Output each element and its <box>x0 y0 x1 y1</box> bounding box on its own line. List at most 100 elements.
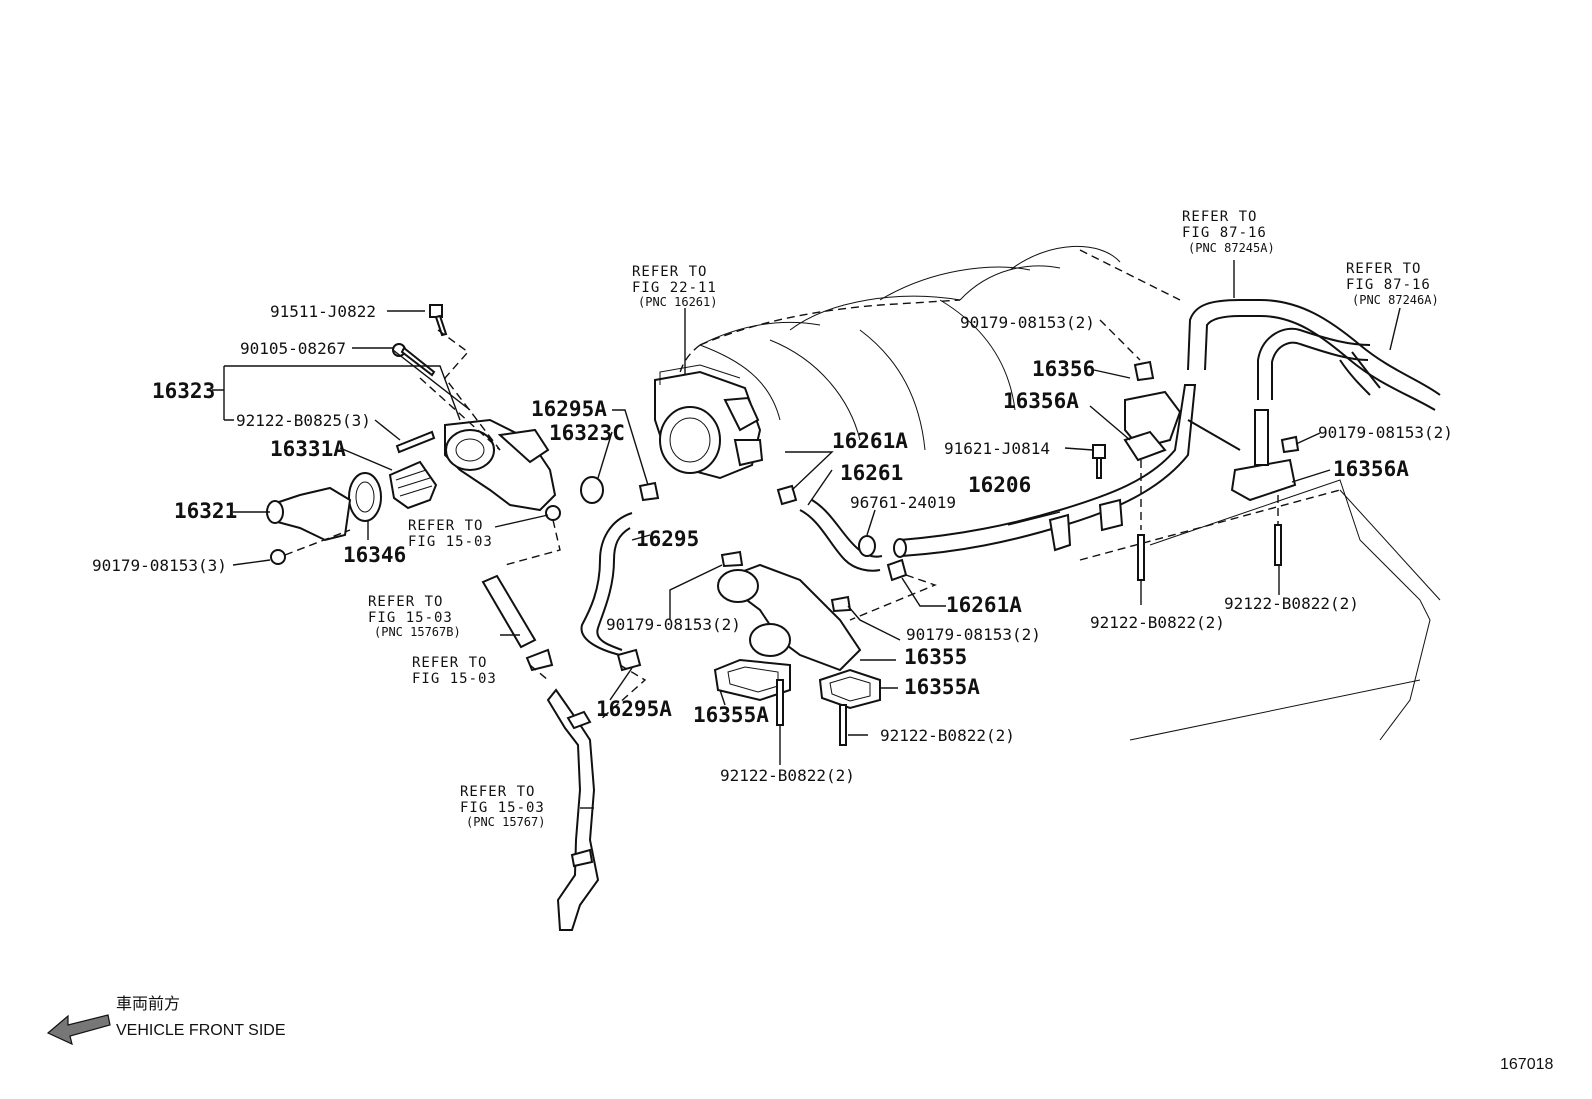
nut-90179-mid <box>720 550 744 568</box>
stud-right <box>839 704 847 746</box>
label-16356a-right: 16356A <box>1333 457 1409 481</box>
label-92122-b0825: 92122-B0825(3) <box>236 411 371 430</box>
bolt-91621 <box>1092 444 1106 459</box>
label-16261a-bottom: 16261A <box>946 593 1022 617</box>
gasket-16355a-right <box>818 668 881 710</box>
svg-text:REFER TO: REFER TO <box>368 594 443 610</box>
label-90179-08153-mid: 90179-08153(2) <box>606 615 741 634</box>
leaders-left <box>212 310 549 566</box>
label-91511-j0822: 91511-J0822 <box>270 302 376 321</box>
svg-text:FIG 87-16: FIG 87-16 <box>1182 225 1267 241</box>
ref-87-16-b: REFER TO FIG 87-16 (PNC 87246A) <box>1346 261 1439 307</box>
label-90179-08153-right: 90179-08153(2) <box>906 625 1041 644</box>
bracket-16356 <box>1124 390 1182 450</box>
stud-c <box>1137 534 1145 581</box>
gasket-16346 <box>348 472 382 522</box>
svg-text:REFER TO: REFER TO <box>460 784 535 800</box>
label-90179-08153-top: 90179-08153(2) <box>960 313 1095 332</box>
ref-15-03-d: REFER TO FIG 15-03 (PNC 15767) <box>460 784 545 829</box>
label-92122-b0822-c: 92122-B0822(2) <box>1090 613 1225 632</box>
upper-hoses <box>1187 299 1441 411</box>
ref-15-03-a: REFER TO FIG 15-03 <box>408 518 493 550</box>
ref-15-03-b: REFER TO FIG 15-03 (PNC 15767B) <box>368 594 461 639</box>
clamp-16261a-bottom <box>886 558 908 582</box>
svg-text:REFER TO: REFER TO <box>412 655 487 671</box>
svg-text:(PNC 16261): (PNC 16261) <box>638 295 717 309</box>
front-label-en: VEHICLE FRONT SIDE <box>116 1022 286 1039</box>
thermostat <box>388 460 438 510</box>
front-arrow-icon <box>46 1014 111 1046</box>
svg-text:FIG 15-03: FIG 15-03 <box>412 671 497 687</box>
clamp-16261a-top <box>776 484 798 506</box>
svg-text:(PNC 87246A): (PNC 87246A) <box>1352 293 1439 307</box>
ref-22-11: REFER TO FIG 22-11 (PNC 16261) <box>632 264 717 309</box>
label-16355: 16355 <box>904 645 967 669</box>
svg-text:(PNC 15767): (PNC 15767) <box>466 815 545 829</box>
svg-text:FIG 87-16: FIG 87-16 <box>1346 277 1431 293</box>
vehicle-front-indicator: 車両前方 VEHICLE FRONT SIDE <box>46 995 286 1046</box>
engine-outline <box>677 246 1441 741</box>
stud-d <box>1274 524 1282 566</box>
bypass-hoses <box>776 484 937 621</box>
svg-text:FIG 15-03: FIG 15-03 <box>408 534 493 550</box>
svg-text:REFER TO: REFER TO <box>632 264 707 280</box>
label-16321: 16321 <box>174 499 237 523</box>
bypass-pipe-16206 <box>893 319 1300 581</box>
label-90179-08153-far: 90179-08153(2) <box>1318 423 1453 442</box>
svg-text:(PNC 15767B): (PNC 15767B) <box>374 625 461 639</box>
ref-15-03-c: REFER TO FIG 15-03 <box>412 655 497 687</box>
lower-left-hoses <box>481 476 660 931</box>
stud-92122-b0825 <box>395 430 436 454</box>
water-inlet <box>269 486 352 542</box>
svg-text:(PNC 87245A): (PNC 87245A) <box>1188 241 1275 255</box>
label-16206: 16206 <box>968 473 1031 497</box>
leaders-right <box>500 260 1401 809</box>
label-90179-08153-3: 90179-08153(3) <box>92 556 227 575</box>
hose-15767b <box>481 574 537 649</box>
label-92122-b0822-b: 92122-B0822(2) <box>720 766 855 785</box>
svg-text:FIG 15-03: FIG 15-03 <box>460 800 545 816</box>
label-16323c: 16323C <box>549 421 625 445</box>
label-16356a-left: 16356A <box>1003 389 1079 413</box>
svg-text:FIG 15-03: FIG 15-03 <box>368 610 453 626</box>
label-16355a-left: 16355A <box>693 703 769 727</box>
refer-callouts: REFER TO FIG 15-03 REFER TO FIG 15-03 (P… <box>368 209 1439 829</box>
nut-90179-right <box>830 595 852 613</box>
label-16261a-top: 16261A <box>832 429 908 453</box>
hose-15767 <box>546 688 600 931</box>
thermostat-housing-group <box>266 304 561 566</box>
svg-text:REFER TO: REFER TO <box>1182 209 1257 225</box>
label-16331a: 16331A <box>270 437 346 461</box>
label-16295a-top: 16295A <box>531 397 607 421</box>
label-16346: 16346 <box>343 543 406 567</box>
water-outlet <box>713 550 881 746</box>
label-92122-b0822-d: 92122-B0822(2) <box>1224 594 1359 613</box>
label-16295: 16295 <box>636 527 699 551</box>
label-16355a-right: 16355A <box>904 675 980 699</box>
label-16356: 16356 <box>1032 357 1095 381</box>
gasket-16356a-right <box>1230 458 1297 502</box>
o-ring-16323c <box>580 476 604 504</box>
gasket-16356a-left <box>1123 430 1167 462</box>
o-ring-96761 <box>858 535 876 557</box>
ref-87-16-a: REFER TO FIG 87-16 (PNC 87245A) <box>1182 209 1275 255</box>
clamp-a <box>525 648 554 672</box>
label-91621-j0814: 91621-J0814 <box>944 439 1050 458</box>
label-16261: 16261 <box>840 461 903 485</box>
nut-90179-top <box>1133 360 1155 382</box>
svg-text:REFER TO: REFER TO <box>408 518 483 534</box>
throttle-body <box>654 364 764 480</box>
label-92122-b0822-a: 92122-B0822(2) <box>880 726 1015 745</box>
nut-90179-3 <box>270 549 286 565</box>
front-label-jp: 車両前方 <box>116 995 180 1013</box>
label-16323: 16323 <box>152 379 215 403</box>
clamp-16295a-top <box>638 481 660 502</box>
stud-left <box>776 679 784 726</box>
label-16295a-bottom: 16295A <box>596 697 672 721</box>
figure-number: 167018 <box>1500 1056 1553 1073</box>
svg-text:REFER TO: REFER TO <box>1346 261 1421 277</box>
clamp-16295a-bottom <box>616 648 642 672</box>
part-labels: 91511-J0822 90105-08267 16323 92122-B082… <box>92 302 1453 785</box>
